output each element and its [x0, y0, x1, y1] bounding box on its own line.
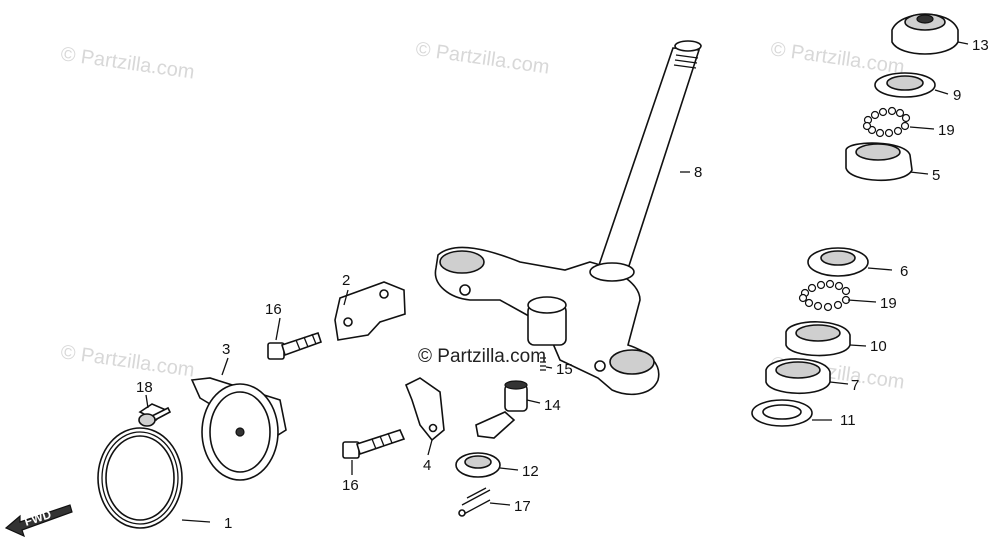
cotter-pin[interactable] [540, 357, 546, 371]
callout-12[interactable]: 12 [522, 463, 539, 480]
watermark: © Partzilla.com [59, 341, 196, 382]
lock-ring[interactable] [455, 452, 501, 478]
steering-head-cap[interactable] [891, 13, 959, 55]
flange-bolt-upper[interactable] [267, 331, 323, 360]
top-cone-race[interactable] [874, 72, 936, 98]
callout-19[interactable]: 19 [880, 295, 897, 312]
watermark: © Partzilla.com [414, 38, 551, 79]
flange-bolt-lower[interactable] [342, 429, 406, 459]
steel-balls-upper[interactable] [862, 106, 911, 138]
center-watermark: © Partzilla.com [418, 346, 546, 367]
callout-4[interactable]: 4 [423, 457, 431, 474]
callout-1[interactable]: 1 [224, 515, 232, 532]
callout-14[interactable]: 14 [544, 397, 561, 414]
callout-8[interactable]: 8 [694, 164, 702, 181]
fwd-label: FWD [23, 507, 54, 529]
callout-2[interactable]: 2 [342, 272, 350, 289]
watermark: © Partzilla.com [769, 38, 906, 79]
lower-ball-race[interactable] [807, 247, 869, 277]
callout-6[interactable]: 6 [900, 263, 908, 280]
callout-13[interactable]: 13 [972, 37, 989, 54]
horn-bracket[interactable] [334, 281, 406, 341]
callout-7[interactable]: 7 [851, 377, 859, 394]
callout-11[interactable]: 11 [840, 412, 856, 429]
callout-5[interactable]: 5 [932, 167, 940, 184]
steering-stem[interactable] [434, 40, 702, 396]
callout-18[interactable]: 18 [136, 379, 153, 396]
cable-clamp[interactable] [404, 377, 445, 442]
spring-clip[interactable] [458, 487, 491, 517]
leader-lines [145, 41, 969, 523]
callout-15[interactable]: 15 [556, 361, 573, 378]
horn[interactable] [190, 377, 287, 481]
steering-lock[interactable] [475, 380, 528, 439]
callout-labels: 1 2 3 4 5 6 7 8 9 10 11 12 13 14 15 16 1… [136, 37, 989, 532]
callout-16[interactable]: 16 [265, 301, 282, 318]
callout-16[interactable]: 16 [342, 477, 359, 494]
fwd-arrow-icon: FWD [4, 504, 73, 538]
horn-screw[interactable] [138, 403, 172, 427]
callout-9[interactable]: 9 [953, 87, 961, 104]
callout-10[interactable]: 10 [870, 338, 887, 355]
watermark-layer: © Partzilla.com © Partzilla.com © Partzi… [59, 38, 906, 394]
callout-17[interactable]: 17 [514, 498, 531, 515]
watermark: © Partzilla.com [59, 233, 196, 274]
dust-seal[interactable] [765, 358, 831, 395]
watermark: © Partzilla.com [59, 43, 196, 84]
callout-19[interactable]: 19 [938, 122, 955, 139]
callout-3[interactable]: 3 [222, 341, 230, 358]
steel-balls-lower[interactable] [798, 279, 851, 312]
dust-seal-washer[interactable] [751, 399, 813, 427]
bottom-cone-race[interactable] [785, 321, 851, 357]
horn-ring[interactable] [97, 427, 183, 529]
upper-ball-race[interactable] [845, 142, 913, 182]
